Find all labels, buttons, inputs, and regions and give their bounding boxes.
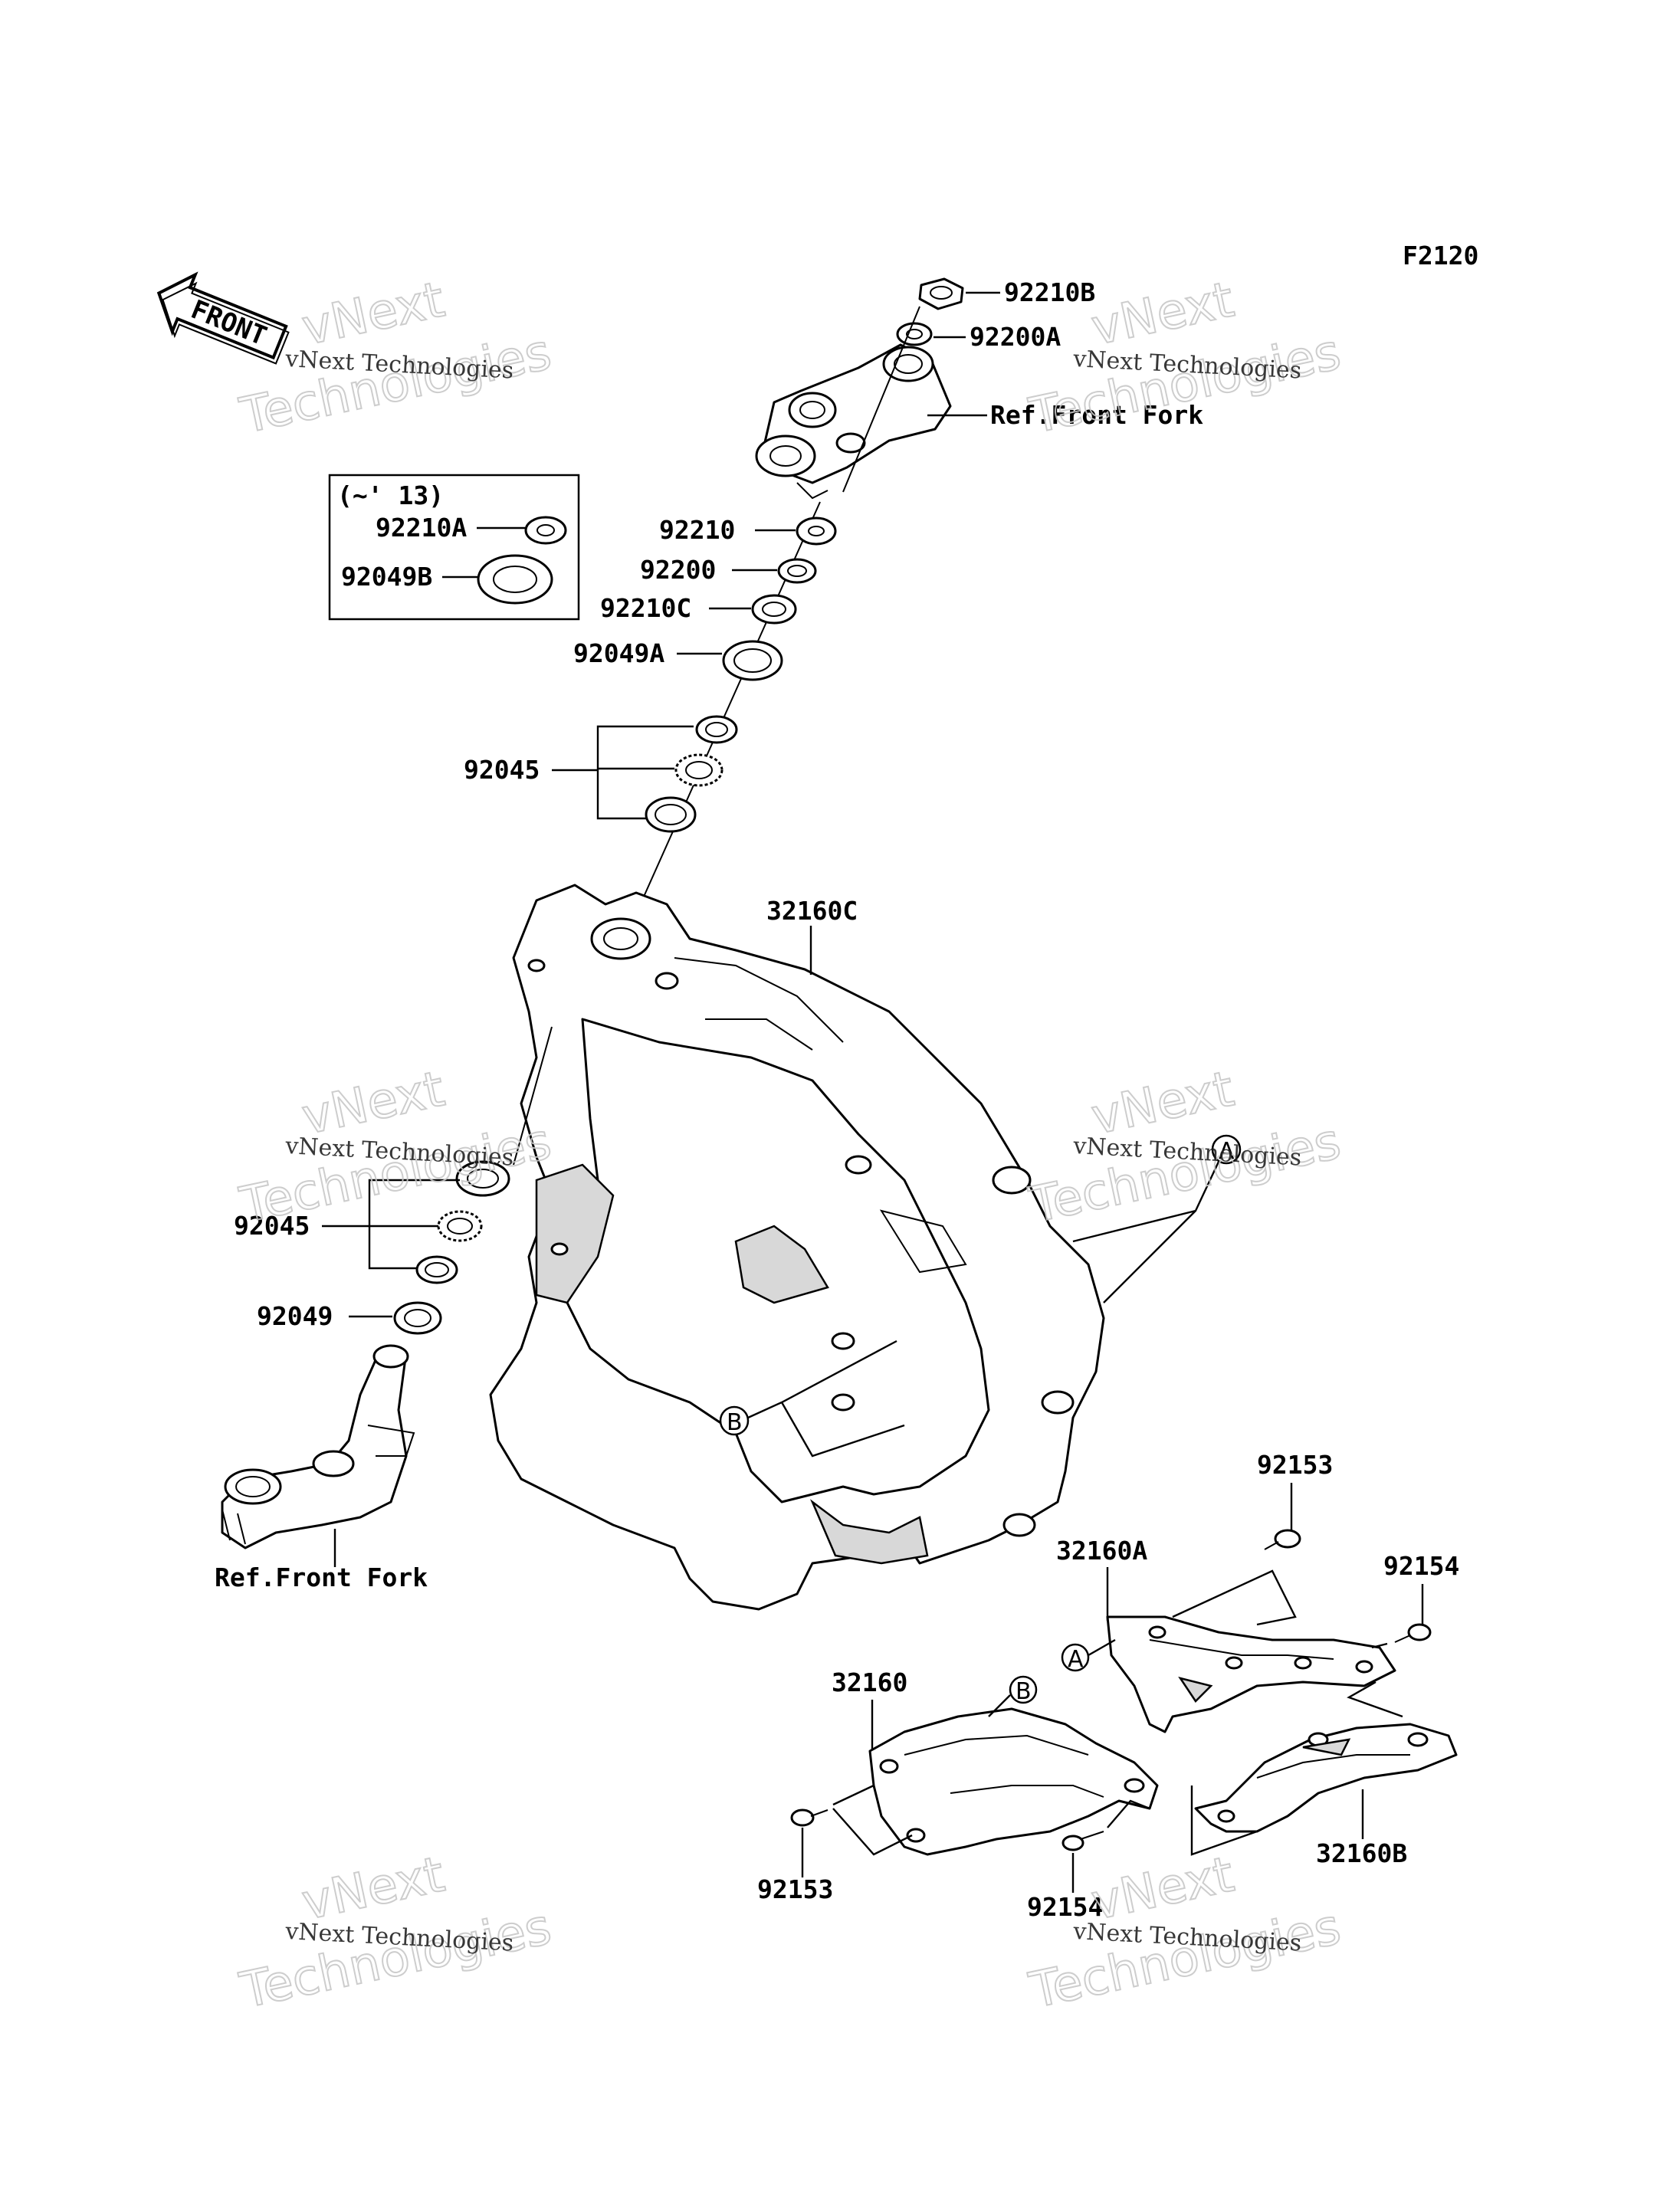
lock-nut-92210-icon: [796, 516, 837, 546]
svg-text:Technologies: Technologies: [235, 1899, 556, 2020]
watermark-bottom-left: vNext Technologies vNext Technologies: [235, 1845, 557, 2020]
watermark-middle-right: vNext Technologies vNext Technologies: [1024, 1060, 1347, 1235]
label-92049: 92049: [257, 1301, 333, 1331]
label-ref-front-fork-top: Ref.Front Fork: [990, 400, 1203, 430]
steering-stem-lower-clamp-icon: [221, 1344, 415, 1549]
bolt-92153-right-icon: [1264, 1529, 1301, 1550]
watermark-top-left: vNext Technologies vNext Technologies: [235, 271, 557, 445]
main-frame-32160C-icon: [489, 884, 1105, 1611]
bolt-92153-bottom-icon: [790, 1808, 829, 1827]
washer-92200A-icon: [896, 322, 933, 346]
year-box-title: (~' 13): [337, 480, 444, 510]
label-32160B: 32160B: [1316, 1838, 1407, 1868]
watermark-middle-left: vNext Technologies vNext Technologies: [235, 1060, 557, 1235]
svg-text:A: A: [1219, 1138, 1235, 1165]
svg-text:B: B: [727, 1409, 743, 1436]
label-92049A: 92049A: [573, 638, 664, 668]
label-32160C: 32160C: [766, 896, 858, 926]
seat-rail-32160-icon: [868, 1707, 1159, 1856]
svg-text:B: B: [1016, 1678, 1032, 1705]
seat-rail-bracket-32160A-icon: [1106, 1615, 1396, 1733]
year-box-part-92049B: 92049B: [341, 562, 432, 592]
label-92045-lower: 92045: [234, 1211, 310, 1241]
label-92153-bottom: 92153: [757, 1874, 833, 1904]
label-92045-upper: 92045: [464, 755, 540, 785]
upper-triple-clamp-icon: [755, 343, 952, 500]
bolt-92154-right-icon: [1394, 1623, 1432, 1643]
svg-text:Technologies: Technologies: [1025, 1113, 1346, 1235]
front-direction-arrow-icon: FRONT: [156, 271, 290, 365]
label-92154-bottom: 92154: [1027, 1892, 1103, 1922]
diagram-code: F2120: [1403, 241, 1478, 271]
svg-text:vNext: vNext: [297, 1846, 449, 1931]
label-92210: 92210: [659, 515, 735, 545]
marker-b-lower: B: [1009, 1675, 1038, 1705]
bearing-92045-upper-icon: [645, 715, 738, 833]
label-92210C: 92210C: [600, 593, 691, 623]
seal-92049B-icon: [477, 554, 553, 605]
label-92153-right: 92153: [1257, 1450, 1333, 1480]
label-32160A: 32160A: [1056, 1536, 1147, 1566]
marker-a-lower: A: [1061, 1643, 1090, 1673]
label-92200: 92200: [640, 555, 716, 585]
svg-text:vNext: vNext: [1087, 1061, 1239, 1146]
year-variant-box: (~' 13) 92210A 92049B: [328, 474, 580, 621]
label-ref-front-fork-bottom: Ref.Front Fork: [215, 1562, 428, 1592]
svg-text:vNext: vNext: [297, 271, 449, 356]
seal-92049A-icon: [722, 640, 783, 681]
nut-92210C-icon: [751, 594, 797, 625]
year-box-part-92210A: 92210A: [376, 513, 467, 543]
marker-b-upper: B: [719, 1405, 750, 1436]
marker-a-upper: A: [1211, 1134, 1242, 1165]
lock-nut-92210A-icon: [524, 516, 567, 545]
bearing-92045-lower-icon: [415, 1210, 483, 1284]
label-32160: 32160: [832, 1667, 907, 1697]
label-92154-right: 92154: [1383, 1551, 1459, 1581]
svg-text:vNext: vNext: [297, 1061, 449, 1146]
bolt-92154-bottom-icon: [1061, 1831, 1104, 1851]
seal-92049-icon: [393, 1301, 442, 1335]
seal-lower-icon: [455, 1160, 510, 1197]
washer-92200-icon: [777, 558, 817, 584]
label-92210B: 92210B: [1004, 277, 1095, 307]
label-92200A: 92200A: [970, 322, 1061, 352]
svg-text:vNext: vNext: [1087, 1846, 1239, 1931]
seat-rail-32160B-icon: [1194, 1723, 1458, 1833]
svg-text:A: A: [1068, 1646, 1084, 1673]
svg-text:vNext: vNext: [1087, 271, 1239, 356]
steering-stem-nut-92210B-icon: [918, 277, 964, 310]
svg-text:Technologies: Technologies: [235, 1113, 556, 1235]
svg-text:Technologies: Technologies: [235, 324, 556, 445]
